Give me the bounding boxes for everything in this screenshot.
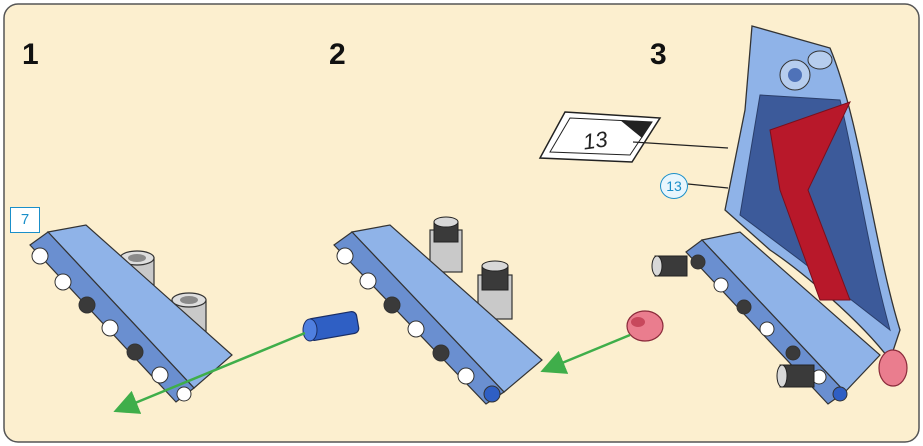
step-number-1: 1 — [22, 38, 39, 71]
step1-blue-pin — [302, 311, 360, 342]
step-number-2: 2 — [329, 38, 346, 71]
sticker-leader-line — [632, 141, 729, 149]
sticker-callout-circle: 13 — [660, 173, 688, 199]
step3-liftarm-beam — [685, 231, 881, 405]
page-reference-box: 7 — [10, 207, 40, 233]
step2-arrow — [540, 333, 631, 374]
callout-leader-line — [687, 183, 729, 189]
step1-assembly — [29, 224, 360, 414]
step3-pin-left — [651, 255, 688, 277]
step1-liftarm-beam — [29, 224, 233, 403]
step2-red-bush — [626, 310, 664, 342]
panel-background — [3, 3, 920, 443]
step3-assembly — [538, 25, 908, 405]
step3-red-bush — [878, 349, 908, 387]
step2-liftarm-beam — [333, 224, 543, 405]
step3-pin-right — [776, 364, 815, 388]
step2-assembly — [333, 216, 664, 405]
step1-arrow — [113, 331, 306, 414]
step3-sticker-card — [538, 111, 662, 163]
sticker-number-label: 13 — [581, 126, 610, 155]
step3-fin-panel — [724, 25, 901, 362]
step-number-3: 3 — [650, 38, 667, 71]
step2-pin-a — [429, 216, 463, 273]
